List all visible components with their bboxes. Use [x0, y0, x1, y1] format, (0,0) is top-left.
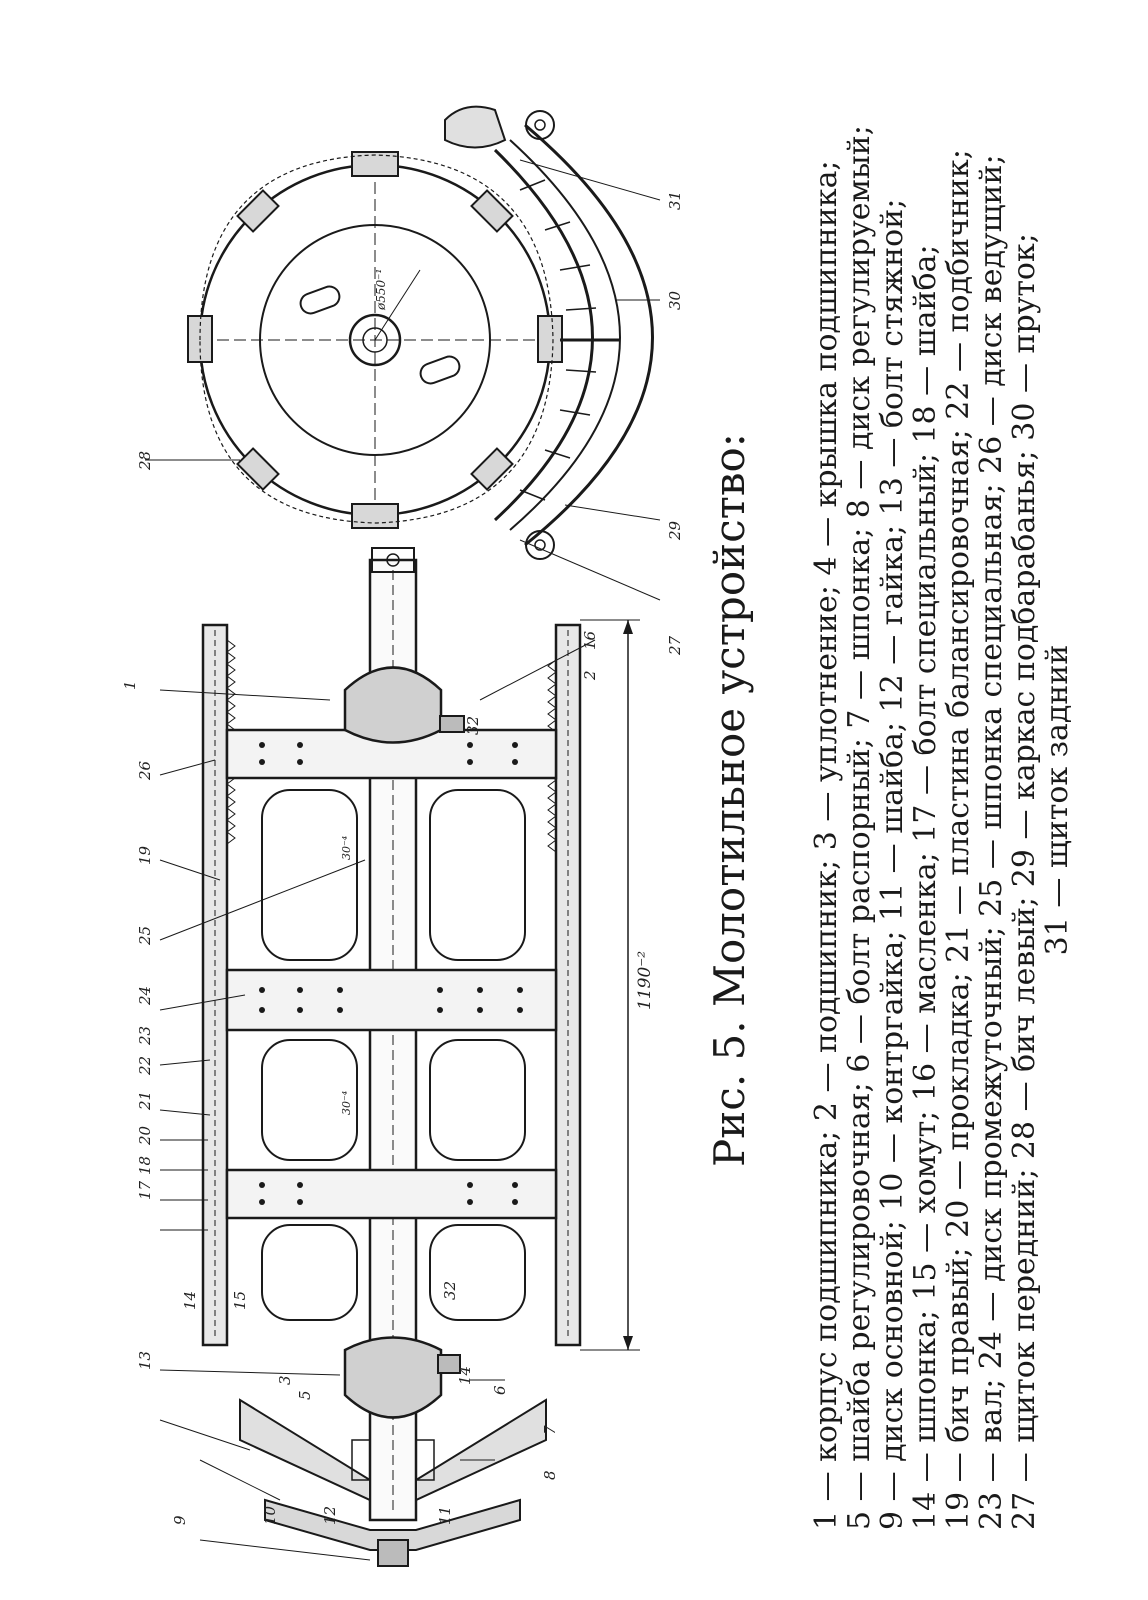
- legend-line: 23 — вал; 24 — диск промежуточный; 25 — …: [974, 154, 1009, 1530]
- label-5: 5: [296, 1390, 314, 1400]
- legend-line: 27 — щиток передний; 28 — бич левый; 29 …: [1007, 233, 1042, 1530]
- label-2: 2: [581, 670, 599, 681]
- label-6: 6: [491, 1385, 509, 1395]
- label-3: 3: [276, 1375, 294, 1385]
- label-29: 29: [666, 520, 684, 541]
- label-14: 14: [181, 1291, 199, 1310]
- dimension-drum-length: 1190⁻²: [635, 951, 655, 1010]
- drum-side-view: [159, 547, 640, 1567]
- legend-line: 5 — шайба регулировочная; 6 — болт распо…: [842, 125, 877, 1530]
- end-view-labels: 28 29 27 30 31 ø550⁻¹: [136, 191, 684, 656]
- dimension-shaft-fit-2: 30⁻⁴: [340, 1091, 353, 1115]
- dimension-shaft-fit-1: 30⁻⁴: [340, 836, 353, 860]
- label-16: 16: [581, 630, 599, 650]
- dimension-drum-diameter: ø550⁻¹: [374, 269, 388, 311]
- label-7: 7: [541, 1425, 559, 1435]
- label-17: 17: [136, 1180, 154, 1200]
- label-23: 23: [136, 1026, 154, 1046]
- figure-caption: Рис. 5. Молотильное устройство:: [705, 433, 754, 1167]
- label-13: 13: [136, 1351, 154, 1370]
- label-28: 28: [136, 451, 154, 471]
- label-30: 30: [666, 290, 684, 310]
- label-14-lower: 14: [456, 1366, 474, 1385]
- label-31: 31: [666, 191, 684, 210]
- label-20: 20: [136, 1125, 154, 1146]
- label-19: 19: [136, 845, 154, 865]
- label-27: 27: [666, 635, 684, 656]
- legend-line: 19 — бич правый; 20 — прокладка; 21 — пл…: [941, 149, 976, 1530]
- label-25: 25: [136, 926, 154, 946]
- label-11: 11: [436, 1506, 454, 1525]
- label-9: 9: [171, 1515, 189, 1525]
- side-view-labels: 1 2 16 26 19 25 24 23 22 21 20 18 17 14 …: [121, 630, 599, 1525]
- label-32-top: 32: [464, 716, 482, 735]
- label-22: 22: [136, 1056, 154, 1076]
- figure-legend: 1 — корпус подшипника; 2 — подшипник; 3 …: [809, 70, 1075, 1530]
- legend-line: 31 — щиток задний: [1040, 644, 1075, 956]
- label-18: 18: [136, 1156, 154, 1175]
- label-1: 1: [121, 680, 139, 690]
- legend-line: 14 — шпонка; 15 — хомут; 16 — масленка; …: [908, 244, 943, 1530]
- legend-line: 1 — корпус подшипника; 2 — подшипник; 3 …: [809, 160, 844, 1530]
- label-24: 24: [136, 986, 154, 1006]
- legend-line: 9 — диск основной; 10 — контргайка; 11 —…: [875, 198, 910, 1530]
- label-26: 26: [136, 760, 154, 781]
- dimension-labels: 1190⁻² 30⁻⁴ 30⁻⁴: [340, 836, 655, 1115]
- label-32-bottom: 32: [441, 1281, 459, 1300]
- label-12: 12: [321, 1506, 339, 1525]
- caption-block: Рис. 5. Молотильное устройство: 1 — корп…: [74, 60, 1075, 1540]
- label-10: 10: [261, 1505, 279, 1525]
- drum-end-view: [145, 105, 661, 601]
- label-8: 8: [541, 1470, 559, 1480]
- label-15: 15: [231, 1291, 249, 1310]
- label-21: 21: [136, 1091, 154, 1111]
